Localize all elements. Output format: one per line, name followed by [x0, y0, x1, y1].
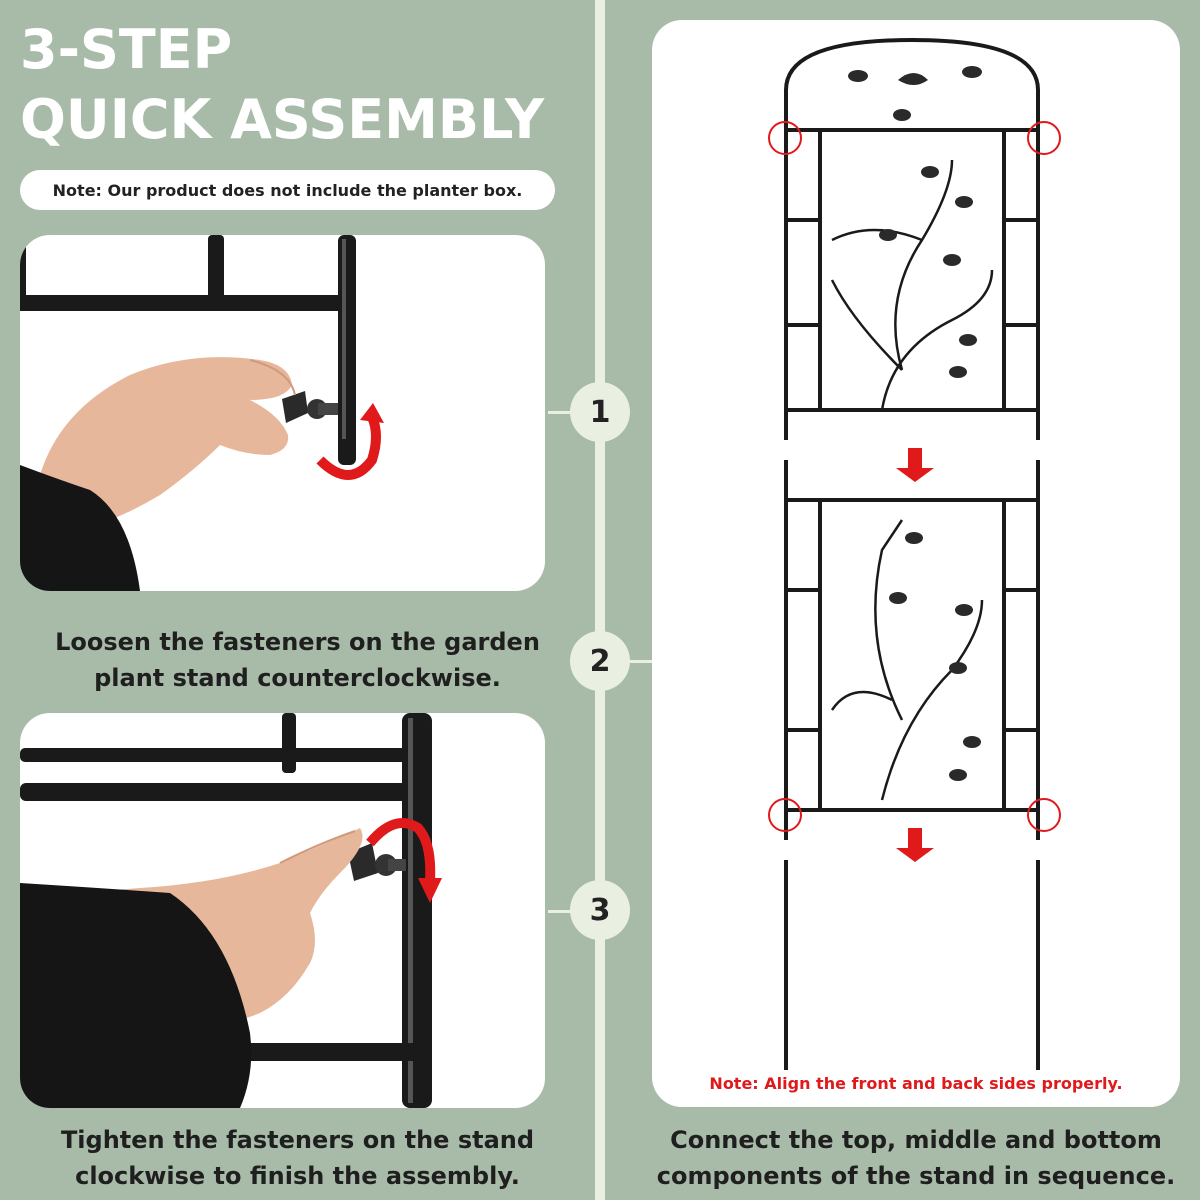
step1-connector — [548, 411, 578, 414]
planter-box-note: Note: Our product does not include the p… — [20, 170, 555, 210]
center-divider — [595, 0, 605, 1200]
step2-number-badge: 2 — [570, 631, 630, 691]
step2-caption: Connect the top, middle and bottom compo… — [656, 1126, 1176, 1190]
step1-caption: Loosen the fasteners on the garden plant… — [55, 628, 540, 692]
step2-image-card — [652, 20, 1180, 1107]
alignment-note: Note: Align the front and back sides pro… — [709, 1074, 1123, 1093]
step3-image-card — [20, 713, 545, 1108]
step2-stand-illustration — [768, 37, 1061, 1070]
page-title-line2: QUICK ASSEMBLY — [20, 88, 545, 151]
step1-image-card — [20, 235, 545, 591]
page-title-line1: 3-STEP — [20, 18, 233, 81]
step3-illustration — [20, 713, 442, 1108]
step1-number-badge: 1 — [570, 382, 630, 442]
step3-caption: Tighten the fasteners on the stand clock… — [60, 1126, 535, 1190]
step3-number-badge: 3 — [570, 880, 630, 940]
step2-connector — [620, 660, 652, 663]
step1-illustration — [20, 235, 384, 591]
step3-connector — [548, 910, 578, 913]
